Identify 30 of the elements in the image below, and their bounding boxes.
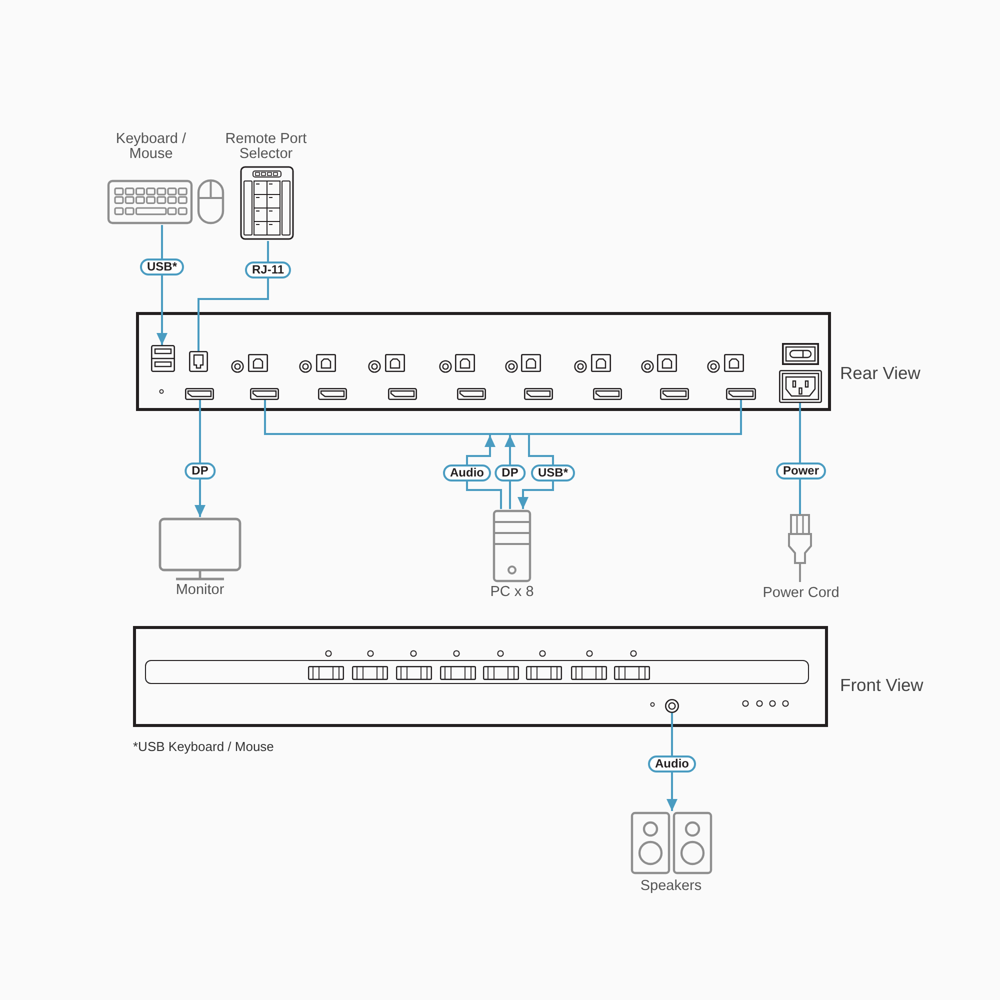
view-label: Front View	[840, 675, 924, 696]
usb-ports-icon	[151, 345, 175, 372]
connector-line	[740, 400, 742, 433]
power-inlet-icon	[779, 370, 822, 403]
displayport-icon	[726, 388, 756, 400]
edge-label: DP	[184, 462, 216, 480]
connector-line	[198, 241, 269, 351]
device-label: Keyboard / Mouse	[114, 132, 188, 162]
connector-arrow	[466, 435, 502, 509]
device-label: Monitor	[176, 583, 224, 598]
edge-label: Audio	[648, 756, 696, 772]
audio-jack-icon	[665, 699, 679, 713]
edge-label: DP	[494, 464, 526, 482]
connector-arrow	[518, 435, 554, 509]
connector-line	[264, 400, 266, 433]
device-label: Speakers	[640, 879, 702, 894]
footnote: *USB Keyboard / Mouse	[133, 739, 274, 755]
bus-line	[264, 433, 742, 435]
view-label: Rear View	[840, 363, 920, 384]
displayport-icon	[185, 388, 214, 400]
edge-label: Power	[776, 462, 826, 480]
device-label: Remote Port Selector	[224, 132, 308, 162]
rj11-port-icon	[189, 351, 208, 372]
edge-label: USB*	[140, 258, 184, 276]
edge-label: RJ-11	[244, 262, 292, 278]
device-label: Power Cord	[762, 586, 840, 601]
edge-label: Audio	[443, 464, 491, 482]
edge-label: USB*	[531, 464, 575, 482]
device-label: PC x 8	[490, 585, 534, 600]
displayport-icon	[250, 388, 279, 400]
